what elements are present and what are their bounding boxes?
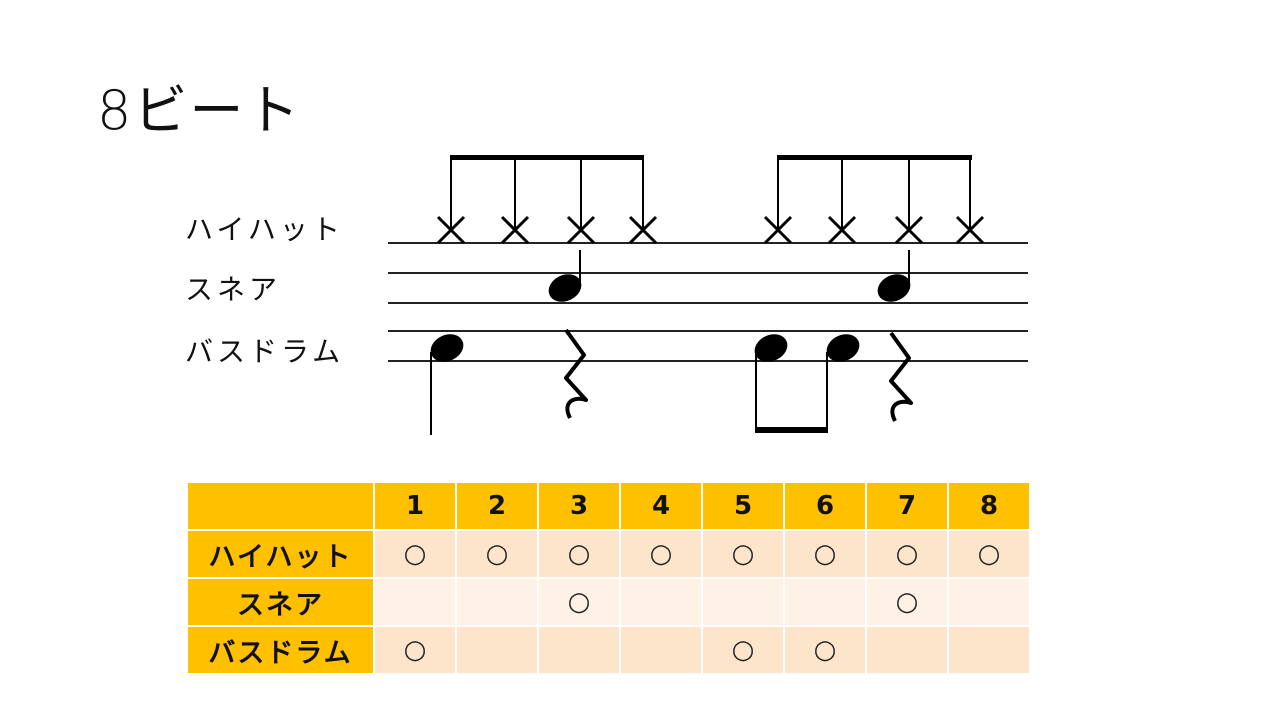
table-cell: [537, 625, 621, 675]
table-cell: ○: [865, 577, 949, 627]
row-label: バスドラム: [186, 625, 375, 675]
quarter-rest: [564, 328, 588, 419]
table-cell: ○: [865, 529, 949, 579]
table-cell: [455, 625, 539, 675]
bass-drum-label: バスドラム: [185, 335, 345, 368]
hihat-x-note: [955, 215, 985, 245]
table-cell: ○: [373, 529, 457, 579]
rests: [564, 328, 913, 422]
table-cell: ○: [373, 625, 457, 675]
hihat-x-note: [566, 215, 596, 245]
snare-note: [548, 274, 582, 302]
beat-grid-table: 1 2 3 4 5 6 7 8 ハイハット ○ ○ ○ ○ ○ ○ ○ ○ スネ…: [186, 481, 1031, 675]
table-cell: [373, 577, 457, 627]
table-cell: ○: [455, 529, 539, 579]
snare-note: [877, 274, 911, 302]
bass-note: [826, 334, 860, 362]
slide-title: 8ビート: [97, 79, 302, 142]
column-header: 7: [865, 481, 949, 531]
table-cell: ○: [537, 577, 621, 627]
column-header: 1: [373, 481, 457, 531]
table-cell: ○: [701, 625, 785, 675]
table-cell: ○: [701, 529, 785, 579]
column-header: 4: [619, 481, 703, 531]
bass-drum-notes: [430, 334, 860, 435]
hihat-x-note: [827, 215, 857, 245]
quarter-rest: [889, 331, 913, 422]
hihat-label: ハイハット: [185, 213, 344, 246]
table-cell: [619, 625, 703, 675]
table-cell: [455, 577, 539, 627]
table-cell: ○: [947, 529, 1031, 579]
table-cell: [783, 577, 867, 627]
bass-note: [430, 334, 464, 362]
bass-note: [754, 334, 788, 362]
table-row: ハイハット ○ ○ ○ ○ ○ ○ ○ ○: [186, 529, 1031, 579]
table-cell: ○: [783, 529, 867, 579]
table-cell: [947, 625, 1031, 675]
snare-label: スネア: [185, 273, 282, 306]
column-header: 8: [947, 481, 1031, 531]
table-cell: ○: [619, 529, 703, 579]
header-row: 1 2 3 4 5 6 7 8: [186, 481, 1031, 531]
hihat-x-note: [436, 215, 466, 245]
beam: [777, 155, 972, 160]
hihat-noteheads: [436, 215, 985, 245]
column-header: 6: [783, 481, 867, 531]
column-header: 2: [455, 481, 539, 531]
row-label: スネア: [186, 577, 375, 627]
staff-lines: [388, 242, 1028, 362]
column-header: 5: [701, 481, 785, 531]
hihat-x-note: [894, 215, 924, 245]
beam: [756, 427, 828, 433]
table-cell: [947, 577, 1031, 627]
hihat-stems: [450, 157, 971, 230]
hihat-x-note: [628, 215, 658, 245]
hihat-x-note: [763, 215, 793, 245]
hihat-x-note: [500, 215, 530, 245]
row-label: ハイハット: [186, 529, 375, 579]
table-cell: ○: [537, 529, 621, 579]
table-cell: ○: [783, 625, 867, 675]
snare-notes: [548, 250, 911, 302]
column-header: 3: [537, 481, 621, 531]
hihat-beams: [450, 155, 972, 160]
corner-cell: [186, 481, 375, 531]
table-cell: [701, 577, 785, 627]
table-row: スネア ○ ○: [186, 577, 1031, 627]
beam: [450, 155, 644, 160]
table-row: バスドラム ○ ○ ○: [186, 625, 1031, 675]
table-cell: [865, 625, 949, 675]
table-cell: [619, 577, 703, 627]
